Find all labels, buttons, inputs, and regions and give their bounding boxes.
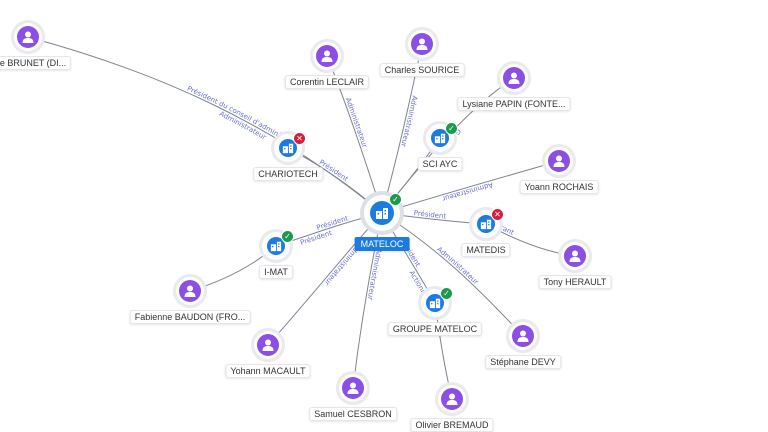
edge-label-leclair: Administrateur [344, 97, 369, 149]
status-active-icon: ✓ [389, 193, 402, 206]
building-icon [376, 208, 388, 219]
node-label-mateloc: MATELOC [354, 237, 410, 251]
edge-label-rochais: Administrateur [441, 180, 494, 202]
person-icon [184, 285, 196, 297]
building-icon [434, 133, 446, 144]
building-icon [282, 143, 294, 154]
person-icon [446, 393, 458, 405]
building-icon [429, 298, 441, 309]
node-label-baudon: Fabienne BAUDON (FRO... [129, 310, 251, 324]
person-icon [321, 50, 333, 62]
node-label-devy: Stéphane DEVY [485, 355, 561, 369]
status-active-icon: ✓ [445, 122, 458, 135]
person-icon [569, 250, 581, 262]
node-label-bremaud: Olivier BREMAUD [410, 418, 494, 432]
node-label-imat: I-MAT [259, 265, 293, 279]
node-label-herault: Tony HERAULT [538, 275, 612, 289]
person-icon [553, 155, 565, 167]
person-icon [22, 31, 34, 43]
person-icon [416, 38, 428, 50]
building-icon [480, 219, 492, 230]
node-label-sciayc: SCI AYC [417, 157, 463, 171]
status-active-icon: ✓ [440, 287, 453, 300]
node-label-papin: Lysiane PAPIN (FONTE... [457, 97, 571, 111]
edge-label-imat-1: Président [316, 214, 350, 232]
person-icon [517, 330, 529, 342]
node-pin [377, 228, 387, 235]
node-label-leclair: Corentin LECLAIR [284, 75, 370, 89]
edge-label-cesbron: Administrateur [366, 248, 383, 301]
building-icon [270, 241, 282, 252]
status-closed-icon: ✕ [491, 208, 504, 221]
node-label-groupe: GROUPE MATELOC [387, 322, 483, 336]
node-label-rochais: Yoann ROCHAIS [519, 180, 599, 194]
status-closed-icon: ✕ [293, 132, 306, 145]
node-label-brunet: ique BRUNET (DI... [0, 56, 72, 70]
edge-label-imat-2: Président [299, 229, 333, 247]
node-label-sourice: Charles SOURICE [379, 63, 465, 77]
person-icon [347, 382, 359, 394]
person-icon [262, 339, 274, 351]
person-icon [508, 72, 520, 84]
status-active-icon: ✓ [281, 230, 294, 243]
node-label-macault: Yohann MACAULT [225, 364, 311, 378]
node-label-matedis: MATEDIS [461, 243, 511, 257]
edge-label-matedis: Président [413, 209, 447, 221]
node-label-cesbron: Samuel CESBRON [309, 407, 397, 421]
node-label-chariotech: CHARIOTECH [253, 167, 323, 181]
